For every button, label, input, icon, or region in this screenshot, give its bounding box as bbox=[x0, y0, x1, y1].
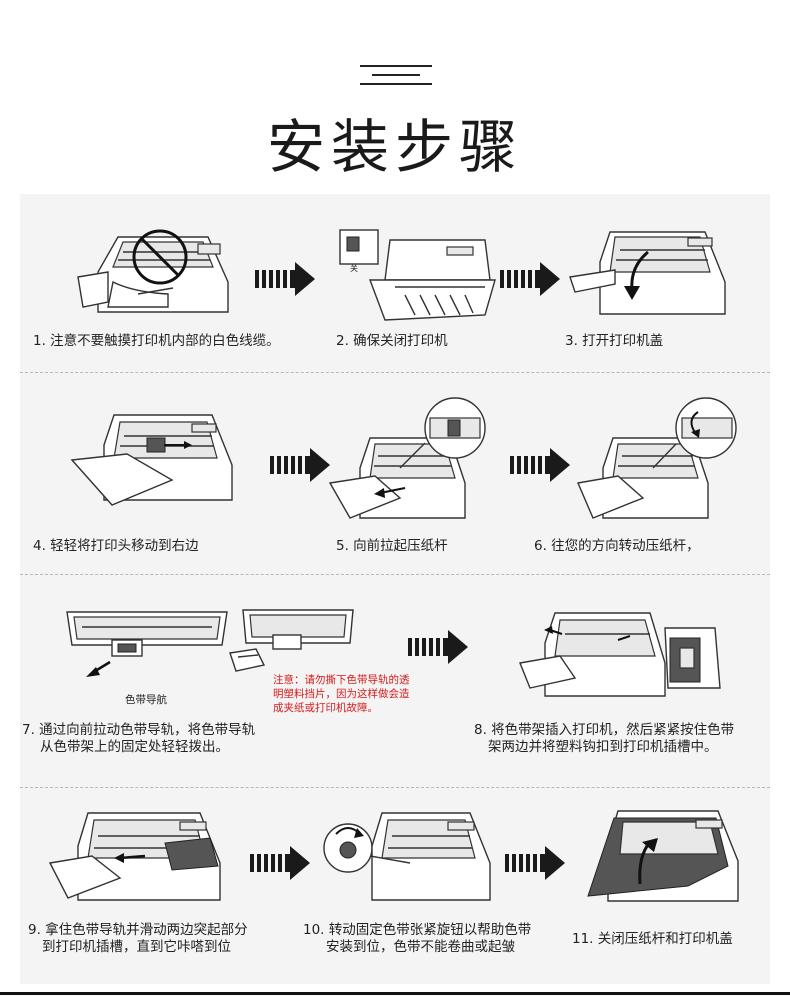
step3-caption: 3. 打开打印机盖 bbox=[565, 333, 664, 349]
row-divider bbox=[20, 574, 770, 575]
step7-caption-line1: 7. 通过向前拉动色带导轨，将色带导轨 bbox=[22, 722, 256, 738]
step7-caption-line2: 从色带架上的固定处轻轻拨出。 bbox=[40, 739, 229, 755]
title-decoration bbox=[360, 55, 432, 85]
bottom-strip bbox=[0, 984, 790, 997]
page-title: 安装步骤 bbox=[266, 113, 523, 181]
step7-ribbon-illustration bbox=[62, 607, 232, 687]
step3-printer-illustration bbox=[569, 222, 730, 322]
ribbon-guide-label: 色带导航 bbox=[125, 694, 167, 706]
header: 安装步骤 bbox=[0, 0, 790, 190]
step10-caption-line2: 安装到位，色带不能卷曲或起皱 bbox=[326, 939, 515, 955]
step1-caption: 1. 注意不要触摸打印机内部的白色线缆。 bbox=[33, 333, 280, 349]
step11-printer-illustration bbox=[578, 806, 743, 911]
step9-caption-line1: 9. 拿住色带导轨并滑动两边突起部分 bbox=[28, 922, 248, 938]
step2-caption: 2. 确保关闭打印机 bbox=[336, 333, 448, 349]
step9-caption-line2: 到打印机插槽，直到它咔嗒到位 bbox=[42, 939, 231, 955]
power-switch-label: 关 bbox=[350, 264, 358, 273]
step6-printer-illustration bbox=[577, 397, 748, 528]
warning-line-1: 注意：请勿撕下色带导轨的透 bbox=[273, 674, 410, 686]
bottom-line bbox=[0, 992, 790, 995]
right-arrow-icon bbox=[510, 448, 570, 482]
row-divider bbox=[20, 787, 770, 788]
warning-line-2: 明塑料挡片，因为这样做会造 bbox=[273, 688, 410, 700]
step1-printer-illustration bbox=[77, 222, 238, 322]
step8-printer-illustration bbox=[519, 608, 725, 703]
row-divider bbox=[20, 372, 770, 373]
right-arrow-icon bbox=[408, 630, 468, 664]
step4-caption: 4. 轻轻将打印头移动到右边 bbox=[33, 538, 199, 554]
step10-printer-illustration bbox=[320, 808, 500, 908]
step11-caption: 11. 关闭压纸杆和打印机盖 bbox=[572, 931, 733, 947]
step5-printer-illustration bbox=[328, 397, 500, 528]
step9-printer-illustration bbox=[48, 808, 235, 908]
right-arrow-icon bbox=[505, 846, 565, 880]
right-arrow-icon bbox=[270, 448, 330, 482]
step2-printer-illustration: 关 bbox=[335, 225, 496, 325]
step6-caption: 6. 往您的方向转动压纸杆， bbox=[534, 538, 700, 554]
right-arrow-icon bbox=[500, 262, 560, 296]
step8-caption-line1: 8. 将色带架插入打印机，然后紧紧按住色带 bbox=[474, 722, 735, 738]
step7-ribbon-guide-illustration bbox=[228, 605, 358, 685]
step5-caption: 5. 向前拉起压纸杆 bbox=[336, 538, 448, 554]
step8-caption-line2: 架两边并将塑料钩扣到打印机插槽中。 bbox=[488, 739, 718, 755]
warning-line-3: 成夹纸或打印机故障。 bbox=[273, 702, 378, 714]
step4-printer-illustration bbox=[70, 410, 237, 510]
prohibited-icon bbox=[132, 229, 188, 285]
step10-caption-line1: 10. 转动固定色带张紧旋钮以帮助色带 bbox=[303, 922, 532, 938]
right-arrow-icon bbox=[250, 846, 310, 880]
right-arrow-icon bbox=[255, 262, 315, 296]
